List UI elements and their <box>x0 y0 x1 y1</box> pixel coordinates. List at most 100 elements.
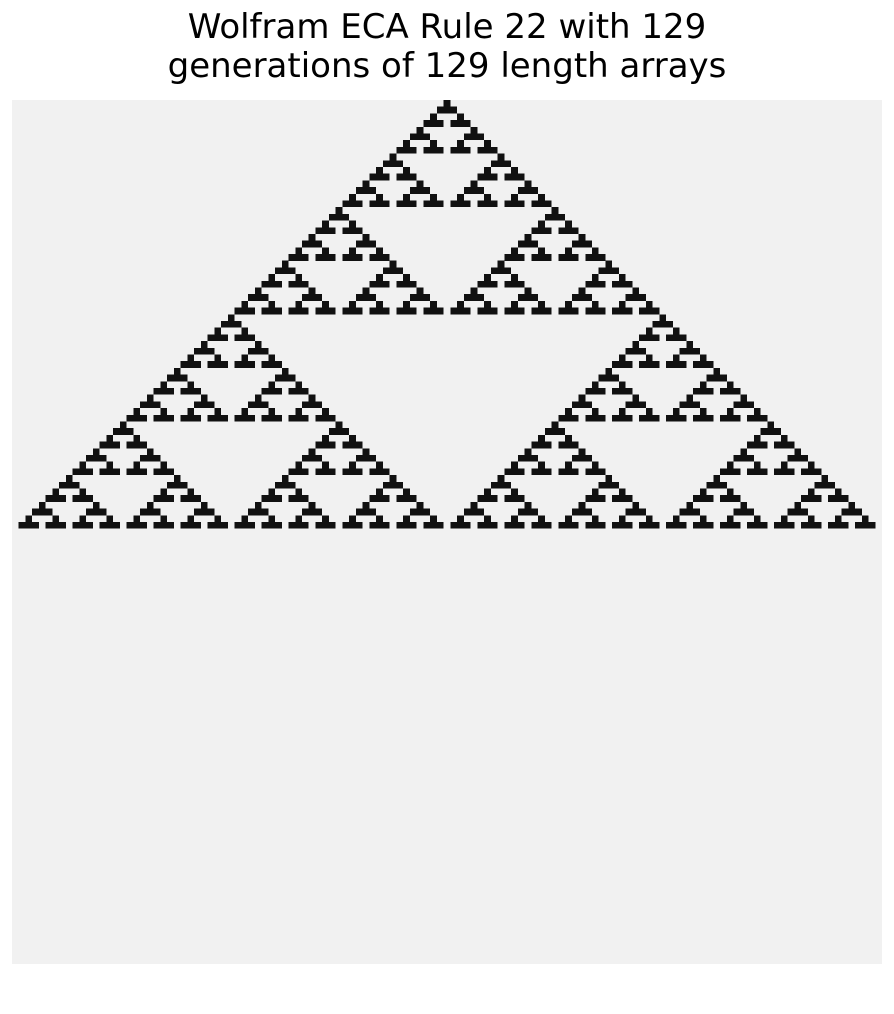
live-cell-run <box>295 247 302 255</box>
live-cell-run <box>45 495 66 502</box>
live-cell-run <box>726 488 734 496</box>
live-cell-run <box>666 334 687 342</box>
live-cell-run <box>787 508 808 516</box>
live-cell-run <box>403 488 410 496</box>
live-cell-run <box>780 515 788 522</box>
live-cell-run <box>578 233 586 241</box>
live-cell-run <box>625 508 646 516</box>
figure-title: Wolfram ECA Rule 22 with 129 generations… <box>0 8 894 86</box>
live-cell-run <box>511 247 518 255</box>
live-cell-run <box>672 515 680 522</box>
live-cell-run <box>396 200 417 208</box>
live-cell-run <box>308 501 316 509</box>
live-cell-run <box>457 113 464 121</box>
live-cell-run <box>32 508 53 516</box>
live-cell-run <box>281 367 289 375</box>
live-cell-run <box>834 488 842 496</box>
live-cell-run <box>133 515 141 522</box>
live-cell-run <box>585 521 606 529</box>
live-cell-run <box>268 488 276 496</box>
live-cell-run <box>308 233 316 241</box>
live-cell-run <box>801 521 822 529</box>
live-cell-run <box>558 307 579 315</box>
live-cell-run <box>571 401 592 409</box>
live-cell-run <box>477 146 498 154</box>
live-cell-run <box>288 495 309 502</box>
live-cell-run <box>652 321 673 328</box>
live-cell-run <box>598 374 619 382</box>
live-cell-run <box>295 461 302 469</box>
live-cell-run <box>767 421 775 429</box>
live-cell-run <box>315 441 336 449</box>
live-cell-run <box>585 414 606 422</box>
live-cell-run <box>180 388 201 395</box>
live-cell-run <box>457 300 464 308</box>
live-cell-run <box>592 408 599 415</box>
live-cell-run <box>288 254 309 261</box>
live-cell-run <box>807 515 815 522</box>
live-cell-run <box>376 274 383 281</box>
live-cell-run <box>416 126 424 134</box>
live-cell-run <box>639 414 660 422</box>
live-cell-run <box>403 193 410 201</box>
live-cell-run <box>369 280 390 288</box>
live-cell-run <box>592 461 599 469</box>
live-cell-run <box>632 501 640 509</box>
live-cell-run <box>241 300 249 308</box>
live-cell-run <box>126 414 147 422</box>
live-cell-run <box>187 381 195 388</box>
live-cell-run <box>295 515 302 522</box>
live-cell-run <box>194 401 215 409</box>
live-cell-run <box>571 508 592 516</box>
live-cell-run <box>423 307 444 315</box>
live-cell-run <box>342 227 363 234</box>
live-cell-run <box>443 100 451 107</box>
live-cell-run <box>308 287 316 295</box>
live-cell-run <box>598 267 619 275</box>
live-cell-run <box>463 508 485 516</box>
live-cell-run <box>450 146 471 154</box>
live-cell-run <box>133 434 141 442</box>
live-cell-run <box>234 414 255 422</box>
live-cell-run <box>430 515 437 522</box>
live-cell-run <box>99 441 120 449</box>
live-cell-run <box>362 233 370 241</box>
live-cell-run <box>659 314 667 322</box>
live-cell-run <box>160 461 168 469</box>
live-cell-run <box>511 193 518 201</box>
live-cell-run <box>686 341 694 348</box>
live-cell-run <box>531 200 552 208</box>
live-cell-run <box>774 521 795 529</box>
live-cell-run <box>315 227 336 234</box>
live-cell-run <box>828 521 849 529</box>
live-cell-run <box>140 401 161 409</box>
live-cell-run <box>558 468 579 476</box>
live-cell-run <box>645 327 653 335</box>
live-cell-run <box>612 307 633 315</box>
live-cell-run <box>524 448 532 455</box>
live-cell-run <box>342 468 363 476</box>
live-cell-run <box>248 508 269 516</box>
live-cell-run <box>409 133 431 141</box>
live-cell-run <box>180 361 201 368</box>
live-cell-run <box>430 193 437 201</box>
live-cell-run <box>531 468 552 476</box>
live-cell-run <box>504 307 525 315</box>
live-cell-run <box>268 515 276 522</box>
live-cell-run <box>841 508 862 516</box>
live-cell-run <box>780 434 788 442</box>
live-cell-run <box>194 347 215 355</box>
live-cell-run <box>807 488 815 496</box>
live-cell-run <box>79 461 87 469</box>
live-cell-run <box>531 521 552 529</box>
live-cell-run <box>585 307 606 315</box>
live-cell-run <box>565 461 572 469</box>
live-cell-run <box>106 434 114 442</box>
live-cell-run <box>524 287 532 295</box>
live-cell-run <box>106 515 114 522</box>
live-cell-run <box>585 388 606 395</box>
live-cell-run <box>618 408 626 415</box>
live-cell-run <box>760 428 781 435</box>
live-cell-run <box>376 166 383 174</box>
live-cell-run <box>612 495 633 502</box>
